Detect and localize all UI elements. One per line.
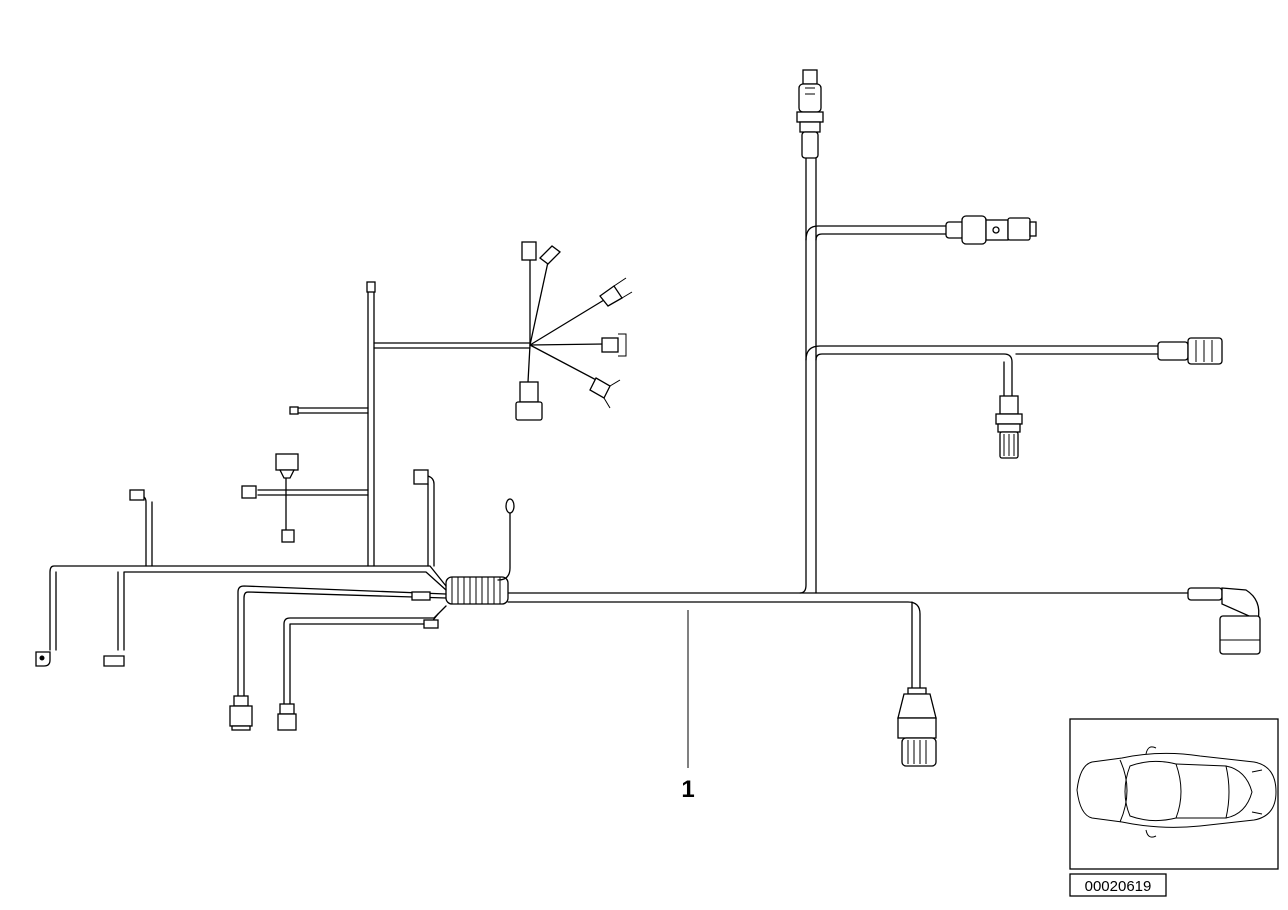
reference-number-text: 00020619 bbox=[1085, 878, 1152, 895]
callout-1: 1 bbox=[681, 610, 695, 803]
main-harness-trunk bbox=[507, 592, 1191, 691]
reference-number: 00020619 bbox=[1069, 873, 1167, 897]
middle-right-branch bbox=[805, 337, 1223, 459]
callout-label: 1 bbox=[681, 776, 694, 803]
right-angle-connector bbox=[1187, 587, 1261, 655]
bottom-round-connector bbox=[897, 687, 937, 767]
upper-right-branch bbox=[805, 215, 1037, 245]
star-junction-cluster bbox=[373, 241, 633, 421]
left-harness bbox=[35, 281, 447, 731]
right-vertical-branch bbox=[796, 69, 824, 594]
car-top-view-icon bbox=[1076, 746, 1277, 838]
corrugated-sleeve bbox=[445, 576, 509, 605]
ground-ring-terminal bbox=[497, 498, 515, 581]
overview-box bbox=[1069, 718, 1279, 870]
